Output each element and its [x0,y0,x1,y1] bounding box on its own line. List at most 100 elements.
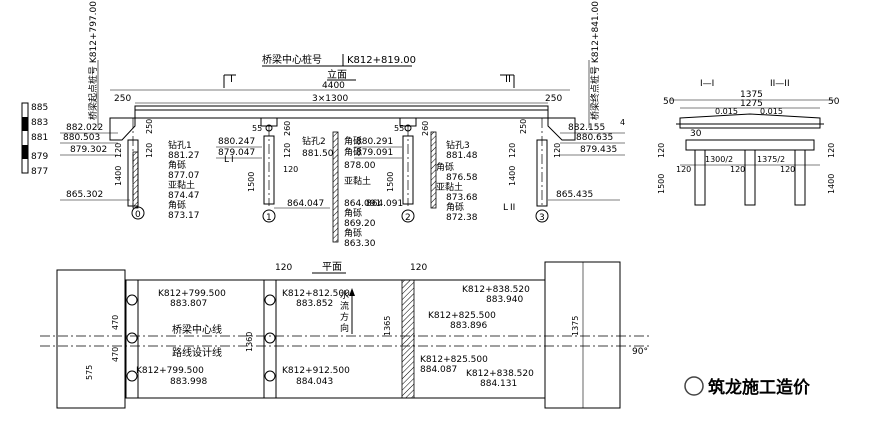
right-dim-3: 1400 [508,166,517,186]
bh3-layer-1: 876.58 [446,173,478,183]
cs-dim-120-c: 120 [780,165,795,174]
cs-edge-right: 50 [828,97,840,107]
left-pile-bottom: 865.302 [66,190,103,200]
bh2-layer-4: 角砾 [344,207,362,219]
bh3-layer-5: 872.38 [446,213,478,223]
axis-label-1: 1 [266,213,272,223]
cs-dim-1400: 1400 [827,174,836,194]
cs-slope-left: 0.015 [715,107,738,116]
bh3-layer-3: 873.68 [446,193,478,203]
center-stake-label: 桥梁中心桩号 [262,53,322,66]
bh2-title: 钻孔2 [302,135,326,147]
bh2-layer-6: 角砾 [344,227,362,239]
overall-length: 4400 [322,81,345,91]
svg-text:L: L [224,155,229,165]
pier-1: 55 880.247 879.047 1500 260 120 120 864.… [216,117,330,223]
plan-elev-0: 883.807 [170,299,207,309]
plan-route-line-label: 路线设计线 [172,346,222,359]
cs-dim-120-left: 120 [657,143,666,158]
bh2-layer-0b: 角砾 [344,146,362,158]
watermark: 筑龙施工造价 [684,376,811,398]
plan-dim-470-a: 470 [111,315,120,330]
right-abutment [547,117,576,141]
bh1-layer-5: 873.17 [168,211,200,221]
elevation-scale: 885 883 881 879 877 [21,102,48,177]
bh3-layer-4: 角砾 [446,201,464,213]
pier2-cap: 55 [394,124,404,133]
svg-text:L: L [503,203,508,213]
left-elev-bot: 879.302 [70,145,107,155]
center-stake-value: K812+819.00 [347,55,416,66]
cs-pile-left [694,149,706,206]
bh2-layer-0: 角砾 [344,135,362,147]
pier1-dim-cap: 260 [283,121,292,136]
plan-stake-7: K812+838.520 [466,369,534,379]
left-dim-1: 250 [145,119,154,134]
cs-slope-right: 0.015 [760,107,783,116]
bh1-layer-2: 亚黏土 [168,179,195,191]
pier2-bottom: 879.091 [356,148,393,158]
plan-dim-470-b: 470 [111,347,120,362]
bh1-layer-0: 角砾 [168,159,186,171]
end-gap-left: 250 [114,94,131,104]
plan-dim-1360: 1360 [245,332,254,352]
plan-center-line-label: 桥梁中心线 [172,323,222,336]
plan-dim-1375: 1375 [571,316,580,336]
plan-abutment-left [125,279,139,399]
cs-dim-half-1: 1300/2 [705,155,733,164]
axis-label-2: 2 [405,213,411,223]
bridge-deck [134,105,549,119]
start-stake-label: 桥梁起点桩号 K812+797.00 [87,1,99,120]
plan-elev-4: 883.998 [170,377,207,387]
left-elev-mid: 880.503 [63,133,100,143]
left-elev-top: 882.022 [66,123,103,133]
left-dim-0: 120 [114,143,123,158]
plan-elev-6: 884.087 [420,365,457,375]
bh3-title: 钻孔3 [446,139,470,151]
plan-stake-4: K812+799.500 [136,366,204,376]
cs-edge-left: 50 [663,97,675,107]
bh2-layer-7: 863.30 [344,239,376,249]
plan-stake-2: K812+825.500 [428,311,496,321]
right-dim-2: 120 [553,143,562,158]
bh1-title: 钻孔1 [168,139,192,151]
cs-deck [679,113,821,129]
plan-dim-top-right: 120 [410,263,427,273]
plan-left-wing [56,269,126,409]
bh3-layer-2: 亚黏土 [436,181,463,193]
section-label-1: I—I [700,79,714,89]
plan-stake-1: K812+812.500 [282,289,350,299]
plan-dim-top-left: 120 [275,263,292,273]
cs-cap-beam [685,139,815,151]
bh2-layer-2: 亚黏土 [344,175,371,187]
section-mark-left-2: I [231,155,234,165]
plan-stake-5: K812+912.500 [282,366,350,376]
bh2-top: 881.50 [302,149,334,159]
axis-label-3: 3 [539,213,545,223]
pier2-dim-cap: 260 [421,121,430,136]
plan-stake-0: K812+799.500 [158,289,226,299]
cs-inner-width: 1275 [740,99,763,109]
pier1-top: 880.247 [218,137,255,147]
pier1-dim-beam: 120 [283,143,292,158]
pier1-dim-pile: 1500 [247,172,256,192]
flow-char-2: 方 [340,311,349,323]
pier1-dim-beam-2: 120 [283,165,298,174]
plan-pier-1 [263,279,277,399]
flow-char-0: 水 [340,289,349,301]
elevation-view: 桥梁中心桩号 K812+819.00 立面 I II 4400 3×1300 2… [21,1,625,249]
scale-tick-879: 879 [31,152,48,162]
scale-tick-881: 881 [31,133,48,143]
plan-right-wing [544,261,621,409]
watermark-logo-icon [684,376,704,396]
cs-total-width: 1375 [740,90,763,100]
elevation-view-label: 立面 [327,68,347,81]
right-dim-1: 250 [519,119,528,134]
borehole-2: 钻孔2 881.50 角砾 878.00 亚黏土 864.091 角砾 869.… [302,131,381,249]
axis-label-0: 0 [135,210,141,220]
cs-pile-right [794,149,806,206]
plan-view: 平面 120 120 桥梁中心线 路线设计线 90° 水 流 方 向 [40,261,650,409]
scale-tick-877: 877 [31,167,48,177]
bh1-top: 881.27 [168,151,200,161]
